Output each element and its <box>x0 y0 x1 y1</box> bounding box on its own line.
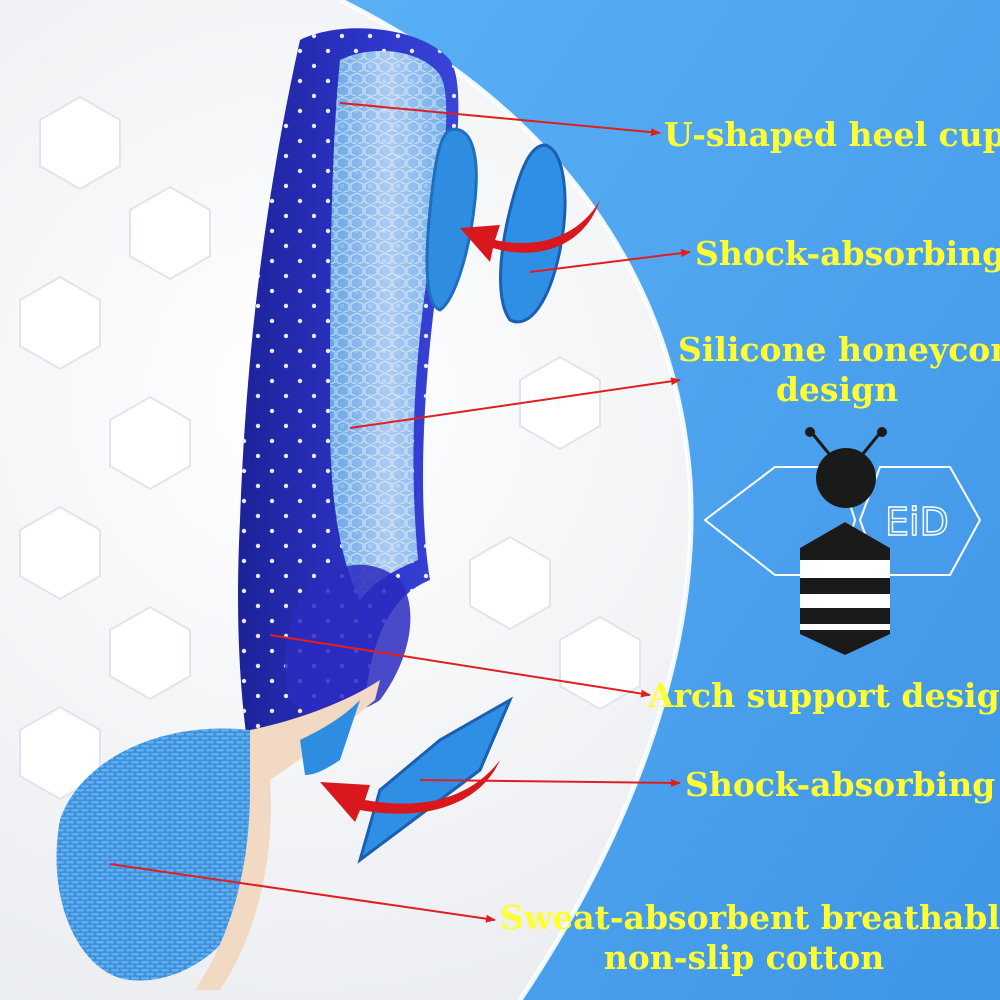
forefoot-mesh <box>56 728 269 981</box>
background-hexagons <box>19 95 641 801</box>
feature-label-shock-absorbing-forefoot: Shock-absorbing <box>685 765 996 805</box>
forefoot-shock-insert <box>300 700 360 775</box>
feature-label-line: Shock-absorbing <box>695 234 1000 273</box>
feature-label-line: Sweat-absorbent breathable <box>500 898 1000 937</box>
insole <box>56 28 478 990</box>
feature-label-honeycomb: Silicone honeycom design <box>678 330 1000 410</box>
arch-support-patch <box>284 564 411 715</box>
bee-icon <box>800 427 890 655</box>
heel-gel-insert <box>425 127 478 312</box>
panel-edge-highlight <box>338 0 694 1000</box>
feature-label-sweat-absorbent: Sweat-absorbent breathable non-slip cott… <box>500 898 1000 978</box>
feature-label-heel-cup: U-shaped heel cup <box>664 115 1000 155</box>
detached-heel-pad <box>499 143 567 324</box>
feature-label-line: Shock-absorbing <box>685 765 996 804</box>
feature-label-line: U-shaped heel cup <box>664 115 1000 154</box>
svg-text:EiD: EiD <box>885 500 949 544</box>
feature-label-line: Silicone honeycom <box>678 330 1000 369</box>
direction-arrows <box>320 200 600 822</box>
feature-label-line: design <box>775 370 899 409</box>
callout-lines <box>109 102 691 923</box>
feature-label-line: non-slip cotton <box>603 938 885 977</box>
feature-label-shock-absorbing-heel: Shock-absorbing <box>695 234 1000 274</box>
feature-label-arch-support: Arch support design <box>648 676 1000 716</box>
blue-panel <box>340 0 1000 1000</box>
feature-label-line: Arch support design <box>648 676 1000 715</box>
